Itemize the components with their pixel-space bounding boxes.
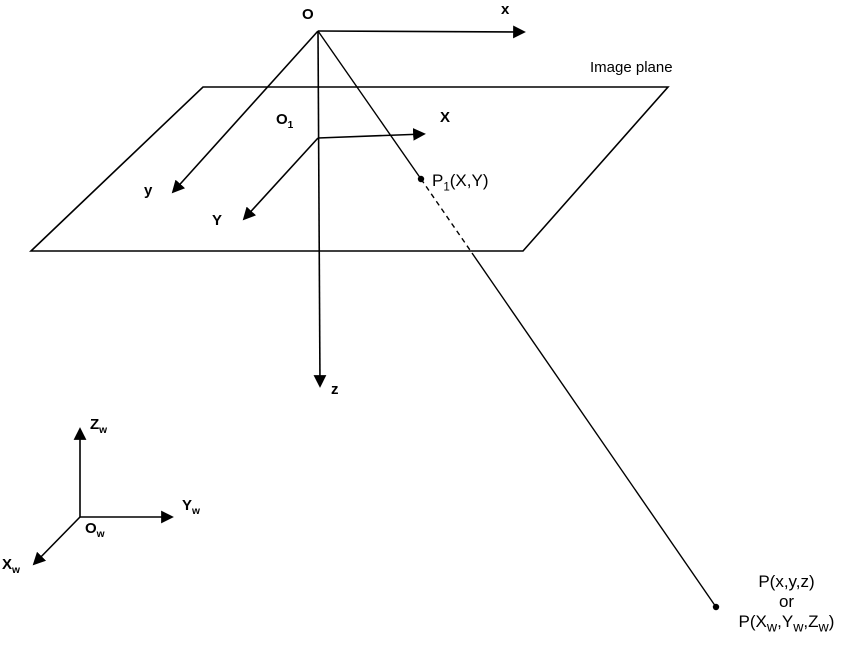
camera-y-axis-label: y (144, 182, 153, 199)
projection-ray-dashed (420, 178, 473, 254)
world-x-axis-arrow (32, 516, 81, 566)
point-p1-label: P1(X,Y) (432, 171, 489, 194)
point-p-camera-coords-label: P(x,y,z) (758, 572, 815, 591)
camera-x-axis-label: x (501, 1, 510, 18)
point-p-label-block: P(x,y,z) or P(Xw,Yw,Zw) (726, 572, 847, 635)
point-p-or-label: or (778, 592, 795, 611)
world-y-axis-label: Yw (182, 497, 200, 517)
image-X-axis-label: X (440, 109, 451, 126)
world-z-axis-label: Zw (90, 416, 108, 436)
image-plane-outline (29, 86, 670, 252)
projection-ray-lower (471, 252, 717, 608)
camera-z-axis-label: z (331, 381, 339, 398)
camera-origin-label: O (302, 6, 314, 23)
point-p-dot (712, 603, 720, 611)
world-x-axis-label: Xw (2, 556, 20, 576)
image-Y-axis-arrow (242, 137, 319, 221)
point-p-world-coords-label: P(Xw,Yw,Zw) (738, 612, 835, 636)
image-plane-label: Image plane (590, 59, 673, 76)
camera-z-axis-arrow (313, 30, 327, 388)
image-origin-label: O1 (276, 111, 294, 131)
world-origin-label: Ow (85, 520, 105, 540)
projection-ray-upper (317, 30, 422, 180)
point-p1-dot (417, 175, 425, 183)
image-Y-axis-label: Y (212, 212, 223, 229)
camera-x-axis-arrow (317, 25, 526, 39)
image-X-axis-arrow (317, 128, 426, 141)
camera-y-axis-arrow (171, 30, 319, 194)
